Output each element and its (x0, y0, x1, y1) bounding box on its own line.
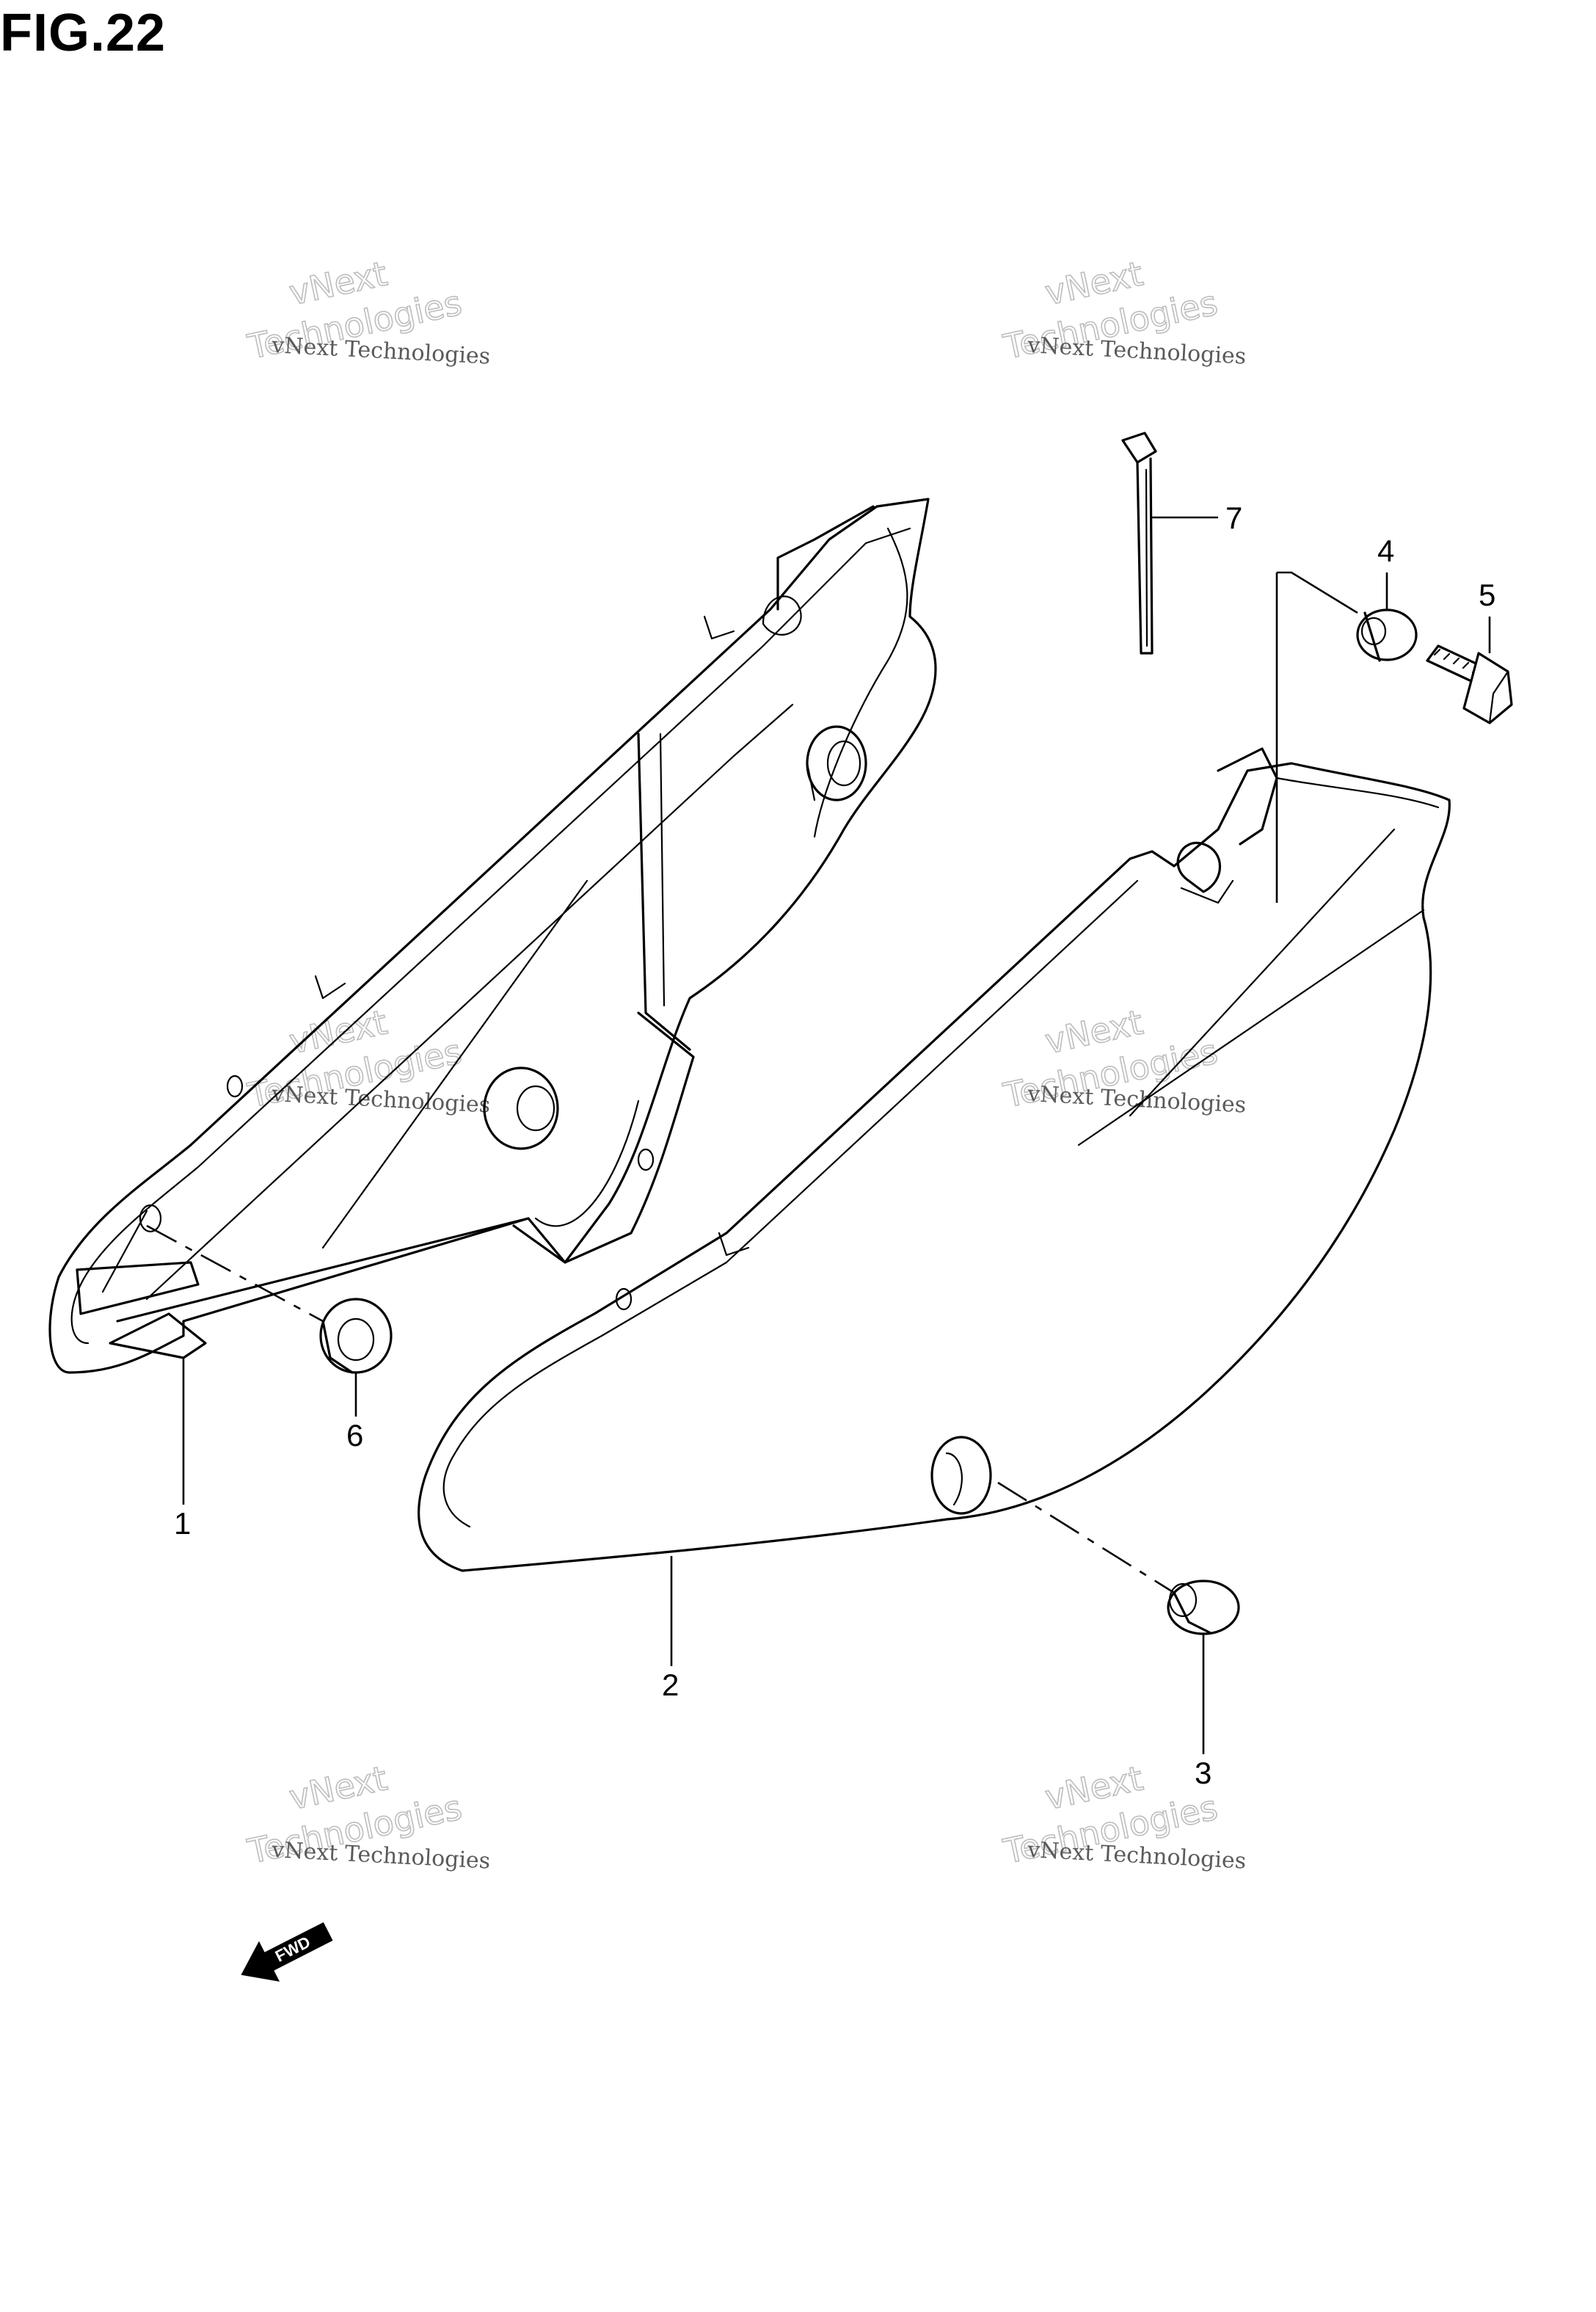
watermark-line: vNext Technologies (1027, 332, 1247, 370)
watermark-line: vNext Technologies (1027, 1081, 1247, 1119)
part-1-left-frame-cover (48, 498, 937, 1374)
callout-2: 2 (662, 1668, 679, 1702)
part-3-grommet (1167, 1579, 1240, 1635)
watermark-line: vNext Technologies (271, 1081, 491, 1119)
callout-4: 4 (1377, 534, 1394, 568)
lead-part-4-bracket (1275, 571, 1358, 903)
callout-3: 3 (1195, 1756, 1211, 1790)
watermark-line: vNext Technologies (271, 332, 491, 370)
callout-5: 5 (1479, 578, 1495, 612)
dash-part-3 (997, 1481, 1175, 1594)
part-4-cushion (1356, 608, 1418, 662)
part-6-grommet (319, 1298, 393, 1374)
figure-title: FIG.22 (0, 4, 167, 62)
callout-6: 6 (346, 1418, 363, 1453)
callout-7: 7 (1225, 501, 1242, 535)
fwd-arrow: FWD (241, 1922, 333, 1982)
callout-numbers: 1 2 3 4 5 6 7 (174, 501, 1495, 1790)
watermark-line: vNext Technologies (271, 1837, 491, 1875)
part-2-right-side-cover (418, 747, 1451, 1572)
watermark-line: vNext Technologies (1027, 1837, 1247, 1875)
callout-1: 1 (174, 1506, 191, 1541)
part-7-cable-tie (1121, 432, 1157, 655)
leader-lines (146, 516, 1491, 1754)
part-5-bolt (1426, 644, 1513, 724)
dash-part-6 (146, 1224, 324, 1323)
